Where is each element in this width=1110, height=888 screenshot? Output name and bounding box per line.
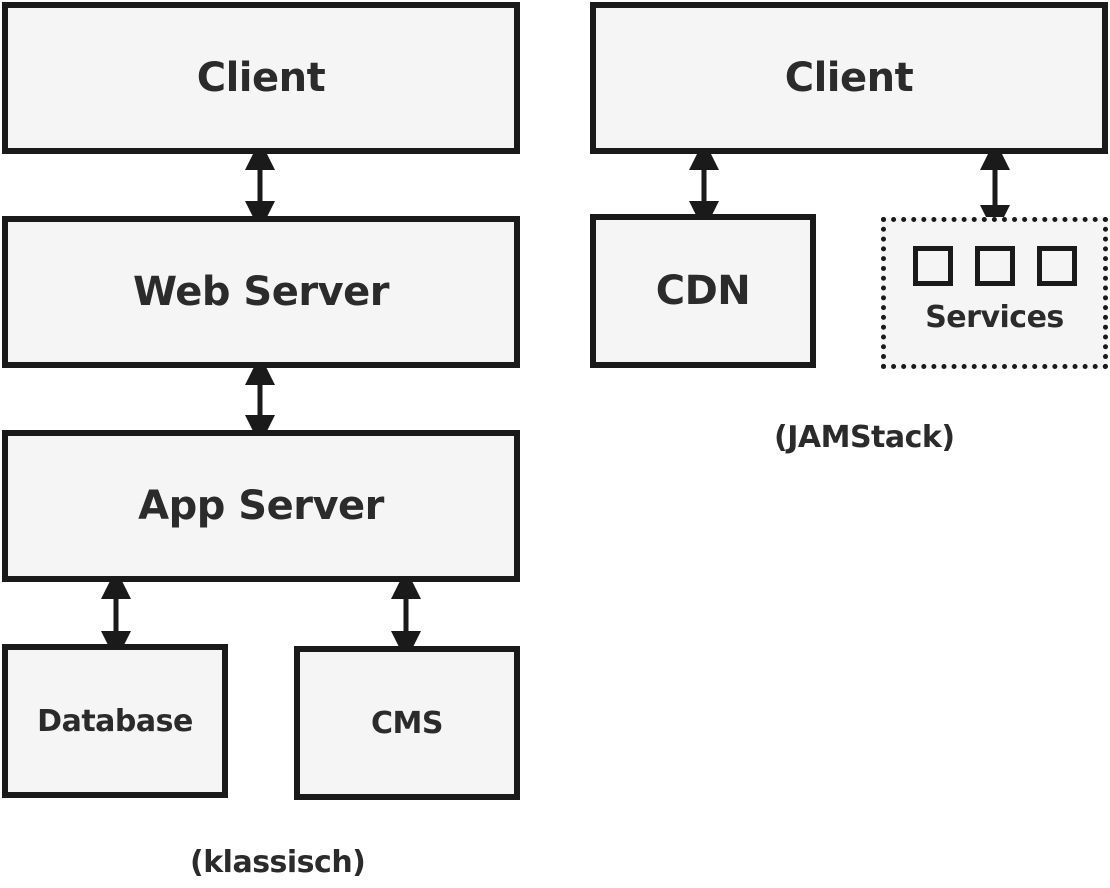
cdn-box: CDN bbox=[590, 214, 816, 368]
web-server-label: Web Server bbox=[133, 269, 389, 315]
jamstack-client-box: Client bbox=[590, 2, 1108, 154]
cdn-label: CDN bbox=[655, 268, 751, 314]
classic-caption: (klassisch) bbox=[190, 845, 366, 880]
database-label: Database bbox=[37, 703, 193, 739]
cms-label: CMS bbox=[371, 705, 443, 741]
service-square-icon bbox=[912, 245, 953, 286]
web-server-box: Web Server bbox=[2, 216, 520, 368]
cms-box: CMS bbox=[294, 646, 520, 800]
jamstack-caption: (JAMStack) bbox=[774, 420, 955, 455]
jamstack-client-label: Client bbox=[784, 55, 914, 101]
service-squares bbox=[912, 245, 1077, 286]
database-box: Database bbox=[2, 644, 228, 798]
classic-client-box: Client bbox=[2, 2, 520, 154]
service-square-icon bbox=[974, 245, 1015, 286]
classic-client-label: Client bbox=[196, 55, 326, 101]
app-server-label: App Server bbox=[138, 483, 384, 529]
services-label: Services bbox=[925, 299, 1064, 335]
app-server-box: App Server bbox=[2, 430, 520, 582]
services-box: Services bbox=[881, 217, 1108, 369]
service-square-icon bbox=[1036, 245, 1077, 286]
